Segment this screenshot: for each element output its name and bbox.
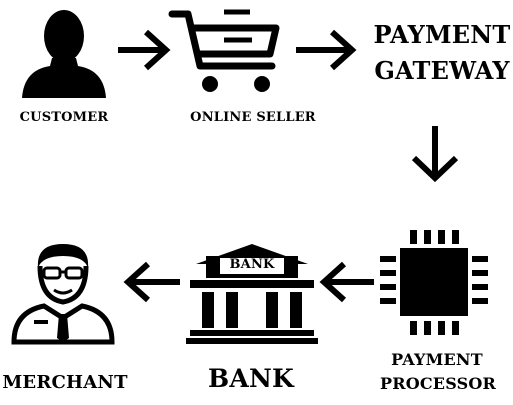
bank-building-icon (186, 244, 318, 344)
arrow-gateway-to-processor (411, 126, 459, 183)
arrow-bank-to-merchant (123, 261, 180, 303)
payment-processor-label-line2: PROCESSOR (380, 374, 496, 393)
microchip-icon (380, 230, 488, 335)
arrow-seller-to-gateway (296, 29, 357, 71)
merchant-label: MERCHANT (2, 372, 128, 393)
person-silhouette-icon (22, 10, 106, 98)
payment-processor-label-line1: PAYMENT (391, 350, 483, 369)
shopping-cart-icon (168, 9, 280, 92)
bank-sign-text: BANK (229, 257, 275, 272)
bank-label: BANK (208, 364, 294, 393)
online-seller-label: ONLINE SELLER (190, 110, 316, 125)
payment-gateway-label-line1: PAYMENT (373, 20, 511, 49)
arrow-customer-to-seller (118, 29, 171, 71)
arrow-processor-to-bank (319, 261, 374, 303)
payment-gateway-label-line2: GATEWAY (374, 56, 510, 85)
customer-label: CUSTOMER (19, 110, 109, 125)
merchant-with-glasses-icon (11, 244, 115, 345)
